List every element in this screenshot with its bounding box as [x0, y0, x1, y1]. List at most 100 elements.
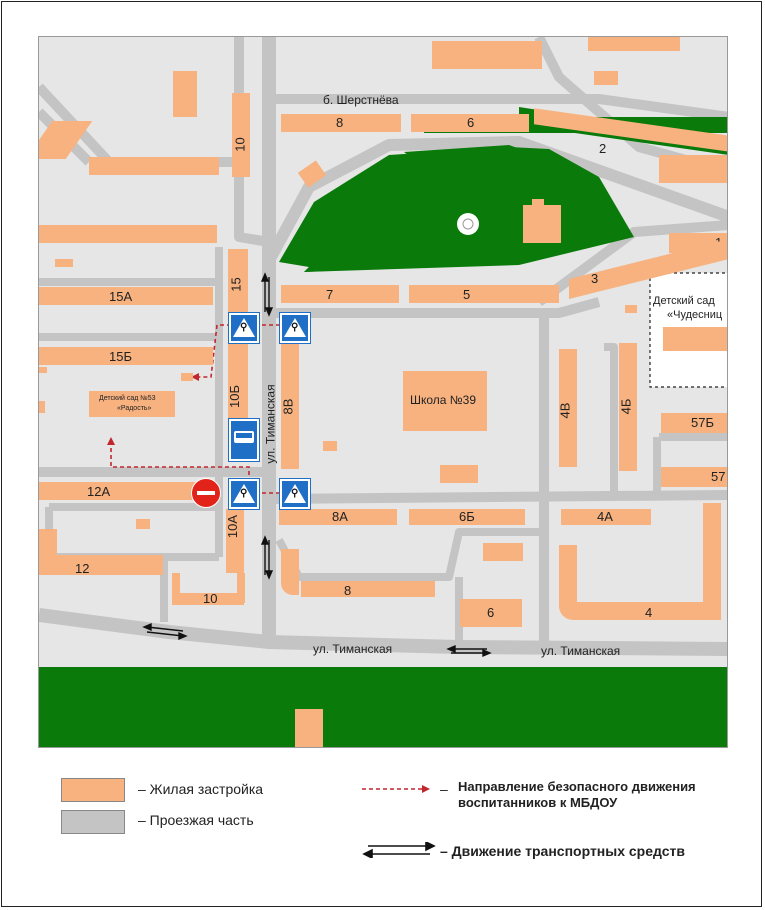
building-small-right	[625, 305, 637, 313]
building-6b	[409, 509, 525, 525]
building-6b-label: 6Б	[459, 509, 475, 524]
legend-residential-label: – Жилая застройка	[138, 781, 264, 797]
building-4-bottom-right	[703, 503, 721, 619]
building-8-top	[281, 114, 401, 132]
building-small-mid-left	[181, 373, 193, 381]
building-6-bottom-label: 6	[487, 605, 495, 620]
legend-safe-route-line1: Направление безопасного движения	[458, 779, 696, 794]
building-10a-label: 10А	[225, 514, 241, 539]
legend-roadway-swatch	[61, 810, 125, 834]
building-10-top	[232, 93, 250, 177]
legend-safe-route-line2: воспитанников к МБДОУ	[458, 795, 618, 810]
building-kindergarten-right	[663, 327, 727, 351]
building-8a-label: 8А	[332, 509, 348, 524]
building-15a	[39, 287, 213, 305]
building-school-39	[403, 371, 487, 431]
building-5	[409, 285, 559, 303]
park-bottom	[39, 667, 727, 747]
legend-residential-swatch	[61, 778, 125, 802]
legend-safe-route-line	[362, 785, 430, 793]
street-timanskaya-bottom-left-label: ул. Тиманская	[313, 642, 393, 656]
building-4b-label: 4Б	[618, 398, 634, 415]
building-4a	[561, 509, 651, 525]
bus-stop-sign-icon	[229, 419, 259, 461]
building-small-12a	[136, 519, 150, 529]
building-10a	[226, 509, 244, 573]
building-left-top-3	[39, 225, 217, 243]
building-5-label: 5	[463, 287, 471, 302]
building-8v-label: 8В	[280, 398, 296, 415]
building-small-6	[483, 543, 523, 561]
building-7-label: 7	[326, 287, 334, 302]
building-4a-label: 4А	[597, 509, 613, 524]
building-57	[661, 467, 727, 487]
building-8-top-label: 8	[336, 115, 344, 130]
building-4-bottom-label: 4	[645, 605, 653, 620]
building-top-1	[432, 41, 542, 69]
building-12a-label: 12А	[87, 484, 111, 499]
building-4b	[619, 343, 637, 471]
building-park-2	[523, 205, 561, 243]
building-tiny-left-1	[39, 367, 47, 373]
street-timanskaya-vertical-label: ул. Тиманская	[263, 384, 278, 464]
building-57-label: 57	[711, 469, 726, 484]
road-sherstnyova	[271, 94, 727, 122]
building-15-label: 15	[228, 277, 244, 292]
building-2-strip	[659, 155, 727, 183]
building-2-label: 2	[599, 141, 607, 156]
building-6-top-label: 6	[467, 115, 475, 130]
no-entry-sign-icon	[191, 478, 221, 508]
building-school-small-2	[440, 465, 478, 483]
school-39-label: Школа №39	[410, 393, 477, 407]
pedestrian-crossing-sign-icon: ⚲	[229, 313, 259, 343]
safe-route-bottom	[110, 442, 294, 494]
building-4v-label: 4В	[557, 402, 573, 419]
building-15a-label: 15А	[109, 289, 133, 304]
building-tiny-left-2	[39, 401, 45, 413]
legend-traffic-arrows	[362, 842, 436, 858]
building-kindergarten-53	[89, 391, 175, 417]
street-sherstnyova-label: б. Шерстнёва	[323, 93, 399, 107]
building-top-left	[173, 71, 197, 117]
building-10-bottom-right	[237, 573, 245, 603]
building-8-bottom	[301, 581, 435, 597]
pedestrian-crossing-sign-icon: ⚲	[280, 479, 310, 509]
pedestrian-crossing-sign-icon: ⚲	[280, 313, 310, 343]
building-4-bottom-left	[559, 545, 577, 617]
legend-roadway-label: – Проезжая часть	[138, 812, 254, 828]
building-10-bottom-left	[172, 573, 180, 603]
building-4-bottom	[559, 602, 721, 620]
building-15b-label: 15Б	[109, 349, 132, 364]
building-8-bottom-curve	[281, 549, 299, 595]
building-6-top	[411, 114, 529, 132]
kindergarten-53-line1: Детский сад №53	[99, 395, 156, 402]
building-10-bottom-label: 10	[203, 591, 218, 606]
road-timanskaya-bottom	[39, 608, 727, 656]
building-10-top-label: 10	[232, 137, 248, 152]
building-7	[281, 285, 399, 303]
kindergarten-53-line2: «Радость»	[117, 405, 152, 412]
building-top-3	[594, 71, 618, 85]
building-57b-label: 57Б	[691, 415, 714, 430]
building-left-top-4	[55, 259, 73, 267]
building-6-bottom	[460, 599, 522, 627]
legend-safe-route-dash: –	[440, 781, 448, 797]
building-school-small-1	[323, 441, 337, 451]
building-left-top-2	[89, 157, 219, 175]
building-park-bottom	[295, 709, 323, 747]
street-timanskaya-bottom-right-label: ул. Тиманская	[541, 644, 621, 658]
road-network	[39, 37, 727, 747]
building-12a	[39, 482, 197, 500]
building-10b-label: 10Б	[227, 385, 242, 408]
legend-traffic-label: – Движение транспортных средств	[440, 843, 685, 859]
building-4v	[559, 349, 577, 467]
building-12-diag	[39, 529, 57, 565]
building-12-label: 12	[75, 561, 90, 576]
building-8a	[279, 509, 397, 525]
building-3-label: 3	[591, 271, 599, 286]
building-top-2	[588, 37, 680, 51]
map-canvas: 8 6 2 10 1 3 15 7 5 15А 15Б Детский сад …	[38, 36, 728, 748]
building-15	[228, 249, 248, 329]
building-15b	[39, 347, 213, 365]
